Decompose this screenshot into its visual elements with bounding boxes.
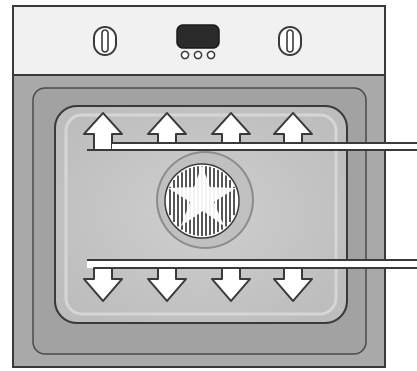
upward-airflow — [83, 112, 417, 151]
down-arrow-icon — [273, 267, 313, 302]
function-knob-icon[interactable] — [278, 26, 302, 56]
convection-fan-icon — [156, 151, 254, 249]
down-arrow-icon — [83, 267, 123, 302]
oven-cavity-inner — [64, 113, 338, 316]
fan-blades — [168, 165, 236, 226]
display-button[interactable] — [193, 50, 203, 60]
down-arrow-icon — [211, 267, 251, 302]
display-button[interactable] — [206, 50, 216, 60]
downward-airflow — [83, 259, 417, 302]
down-arrow-icon — [147, 267, 187, 302]
timer-display-icon[interactable] — [176, 24, 220, 60]
temperature-knob-icon[interactable] — [93, 26, 117, 56]
display-button[interactable] — [180, 50, 190, 60]
